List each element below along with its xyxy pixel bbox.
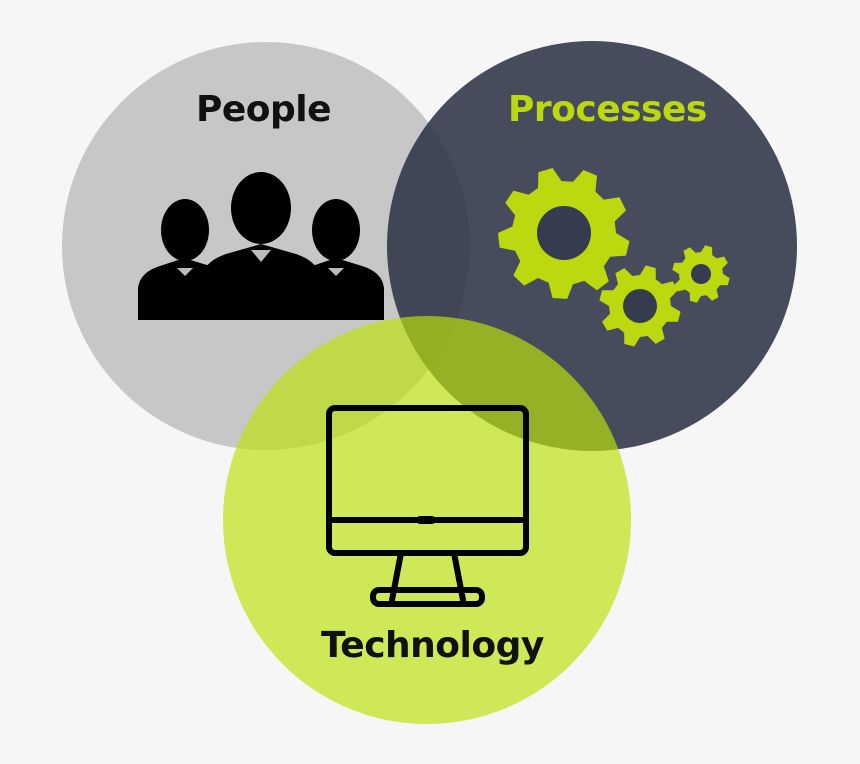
people-label: People (196, 89, 332, 130)
people-ties (177, 250, 344, 276)
technology-label: Technology (321, 625, 544, 666)
gear-large-hole (537, 206, 591, 260)
gears-icon (498, 168, 730, 347)
people-tie-knots (179, 262, 342, 302)
gear-small-hole (691, 264, 711, 284)
monitor-power-led (417, 516, 435, 524)
processes-label: Processes (508, 89, 707, 130)
gear-medium-hole (623, 289, 657, 323)
